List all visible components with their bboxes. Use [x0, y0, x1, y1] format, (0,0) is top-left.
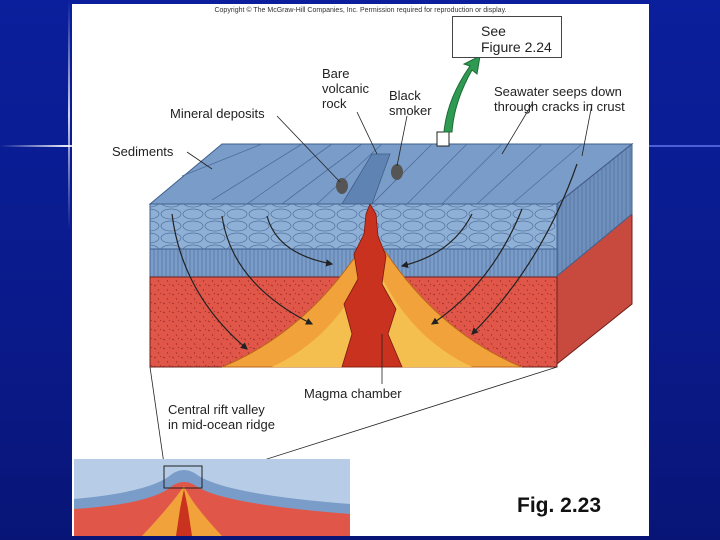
inset-cross-section [74, 459, 350, 536]
seawater-circulation-arrows [171, 163, 578, 350]
label-line: in mid-ocean ridge [168, 417, 275, 432]
seafloor-top-surface [148, 143, 634, 205]
see-figure-box: See Figure 2.24 [452, 16, 562, 58]
decorative-vertical-line [68, 0, 70, 230]
magma-chamber-label: Magma chamber [304, 386, 402, 401]
black-smoker-plumes [336, 131, 450, 194]
label-line: Black [389, 88, 421, 103]
label-line: Bare [322, 66, 350, 81]
label-line: smoker [389, 103, 432, 118]
mineral-deposits-label: Mineral deposits [170, 106, 265, 121]
label-line: volcanic [322, 81, 369, 96]
copyright-notice: Copyright © The McGraw-Hill Companies, I… [214, 7, 507, 14]
seawater-label: Seawater seeps down through cracks in cr… [494, 84, 625, 114]
see-label: See [481, 23, 506, 39]
label-line: rock [322, 96, 347, 111]
figure-panel: Copyright © The McGraw-Hill Companies, I… [72, 4, 649, 536]
label-line: Central rift valley [168, 402, 265, 417]
black-smoker-label: Black smoker [389, 88, 432, 118]
mid-ocean-ridge-diagram [74, 55, 634, 536]
figure-reference: Figure 2.24 [481, 39, 552, 55]
callout-arrow [443, 55, 481, 133]
sediments-label: Sediments [112, 144, 174, 159]
label-line: through cracks in crust [494, 99, 625, 114]
bare-volcanic-rock-label: Bare volcanic rock [322, 66, 369, 111]
decorative-horizontal-line-right [640, 145, 720, 147]
label-line: Seawater seeps down [494, 84, 622, 99]
figure-number: Fig. 2.23 [517, 494, 602, 517]
block-side-face [556, 142, 633, 366]
rift-valley-label: Central rift valley in mid-ocean ridge [168, 402, 275, 432]
magma-chamber-shape [221, 203, 523, 368]
decorative-horizontal-line [0, 145, 110, 147]
